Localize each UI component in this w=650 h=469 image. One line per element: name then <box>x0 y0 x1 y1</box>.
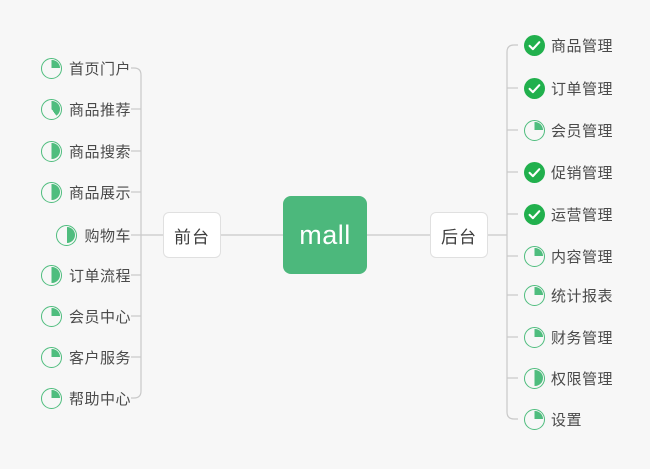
connector-line <box>506 44 518 53</box>
check-circle-icon <box>524 161 545 183</box>
leaf-label: 商品推荐 <box>68 101 131 119</box>
leaf-label: 商品管理 <box>551 37 614 55</box>
leaf-node-right-4[interactable]: 运营管理 <box>524 201 613 227</box>
leaf-label: 会员中心 <box>68 308 131 326</box>
leaf-label: 统计报表 <box>551 287 614 305</box>
connector-line <box>131 390 142 399</box>
leaf-label: 内容管理 <box>551 248 614 266</box>
leaf-label: 商品展示 <box>68 184 131 202</box>
leaf-node-left-2[interactable]: 商品搜索 <box>40 138 131 164</box>
pie-wedge <box>526 247 543 265</box>
pie-progress-icon <box>40 57 62 79</box>
pie-progress-icon <box>524 408 545 430</box>
leaf-node-left-8[interactable]: 帮助中心 <box>40 385 131 411</box>
branch-node-front[interactable]: 前台 <box>163 212 221 258</box>
leaf-node-left-1[interactable]: 商品推荐 <box>40 96 131 122</box>
connector-line <box>131 67 142 76</box>
leaf-node-left-7[interactable]: 客户服务 <box>40 344 131 370</box>
leaf-label: 权限管理 <box>551 370 614 388</box>
leaf-label: 首页门户 <box>68 60 131 78</box>
leaf-node-right-8[interactable]: 权限管理 <box>524 365 613 391</box>
leaf-node-left-0[interactable]: 首页门户 <box>40 55 131 81</box>
pie-wedge <box>43 389 60 407</box>
leaf-label: 购物车 <box>84 227 131 245</box>
leaf-node-right-0[interactable]: 商品管理 <box>524 32 613 58</box>
check-circle-icon <box>524 34 545 56</box>
leaf-node-left-6[interactable]: 会员中心 <box>40 303 131 329</box>
pie-wedge <box>526 369 543 387</box>
pie-wedge <box>526 286 543 304</box>
leaf-label: 订单流程 <box>68 267 131 285</box>
pie-wedge <box>43 348 60 366</box>
pie-progress-icon <box>56 224 78 246</box>
pie-wedge <box>526 121 543 139</box>
leaf-node-right-6[interactable]: 统计报表 <box>524 282 613 308</box>
pie-progress-icon <box>40 346 62 368</box>
leaf-label: 客户服务 <box>68 349 131 367</box>
pie-progress-icon <box>40 181 62 203</box>
pie-progress-icon <box>524 367 545 389</box>
leaf-label: 运营管理 <box>551 206 614 224</box>
pie-wedge <box>43 307 60 325</box>
leaf-node-right-3[interactable]: 促销管理 <box>524 159 613 185</box>
check-circle-icon <box>524 203 545 225</box>
pie-progress-icon <box>524 326 545 348</box>
leaf-label: 促销管理 <box>551 164 614 182</box>
pie-wedge <box>526 328 543 346</box>
connector-line <box>506 411 518 420</box>
leaf-node-left-5[interactable]: 订单流程 <box>40 262 131 288</box>
leaf-node-right-2[interactable]: 会员管理 <box>524 117 613 143</box>
leaf-node-left-4[interactable]: 购物车 <box>56 222 131 248</box>
pie-progress-icon <box>40 387 62 409</box>
leaf-label: 设置 <box>551 411 583 429</box>
pie-progress-icon <box>40 264 62 286</box>
leaf-label: 订单管理 <box>551 80 614 98</box>
leaf-label: 商品搜索 <box>68 143 131 161</box>
leaf-label: 帮助中心 <box>68 390 131 408</box>
pie-wedge <box>526 410 543 428</box>
pie-wedge <box>43 100 60 118</box>
pie-progress-icon <box>524 119 545 141</box>
pie-progress-icon <box>40 98 62 120</box>
leaf-node-right-9[interactable]: 设置 <box>524 406 582 432</box>
pie-wedge <box>43 183 60 201</box>
pie-progress-icon <box>40 305 62 327</box>
leaf-label: 财务管理 <box>551 329 614 347</box>
pie-wedge <box>43 59 60 77</box>
root-node-mall[interactable]: mall <box>283 196 367 274</box>
leaf-node-right-7[interactable]: 财务管理 <box>524 324 613 350</box>
pie-wedge <box>43 142 60 160</box>
leaf-node-right-1[interactable]: 订单管理 <box>524 75 613 101</box>
leaf-node-right-5[interactable]: 内容管理 <box>524 243 613 269</box>
leaf-node-left-3[interactable]: 商品展示 <box>40 179 131 205</box>
pie-wedge <box>58 226 76 244</box>
branch-node-back[interactable]: 后台 <box>430 212 488 258</box>
pie-progress-icon <box>524 245 545 267</box>
check-circle-icon <box>524 77 545 99</box>
leaf-label: 会员管理 <box>551 122 614 140</box>
pie-wedge <box>43 266 60 284</box>
pie-progress-icon <box>40 140 62 162</box>
pie-progress-icon <box>524 284 545 306</box>
